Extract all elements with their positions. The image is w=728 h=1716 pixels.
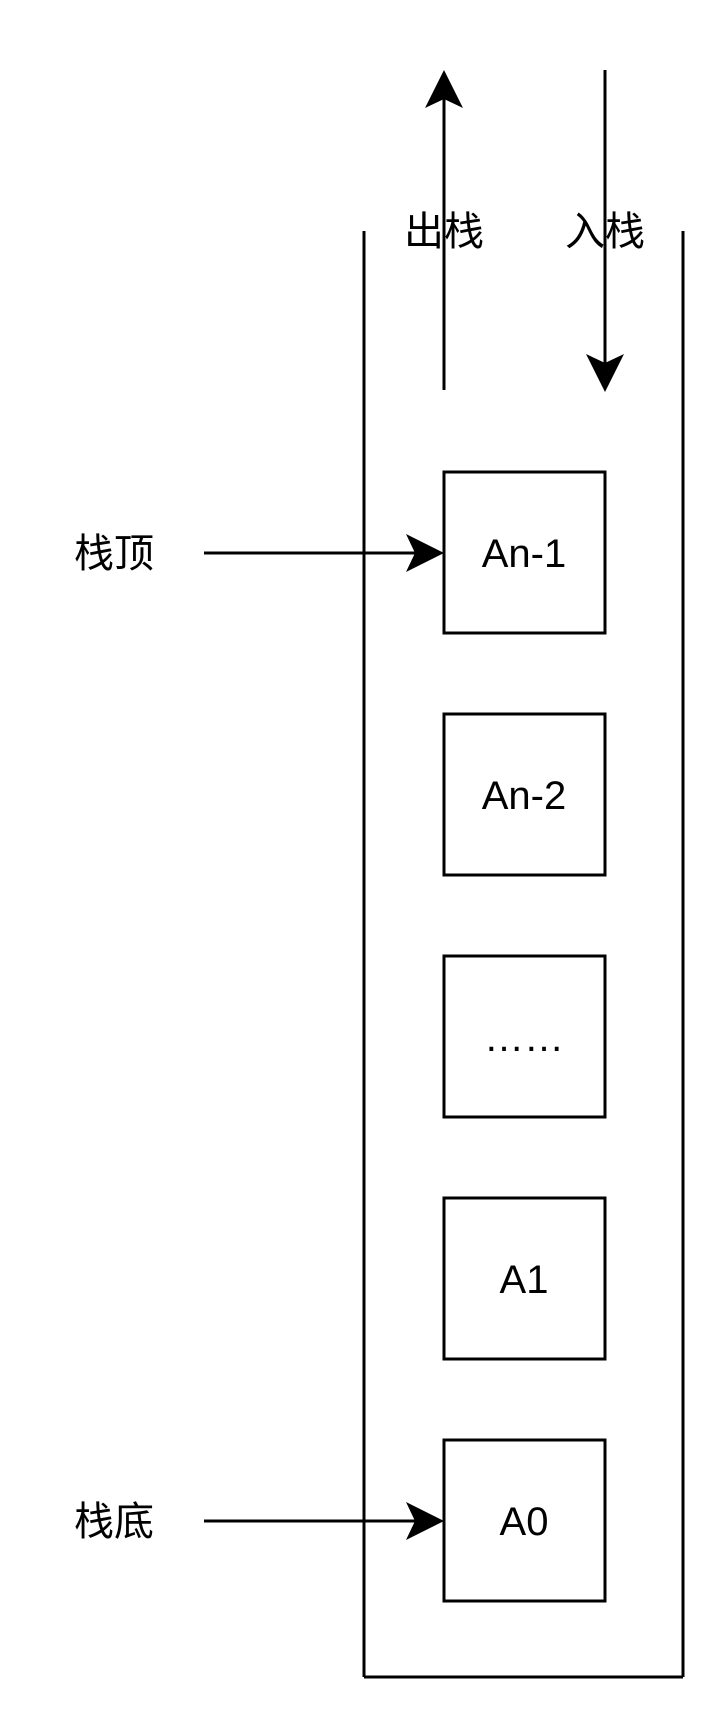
stack-item-label: A1: [500, 1258, 549, 1302]
stack-item-box: [442, 954, 607, 1119]
stack-item-label: ……: [484, 1016, 564, 1060]
stack-item-box: [442, 1438, 607, 1603]
stack-bottom-arrowhead-icon: [406, 1502, 444, 1540]
pop-label: 出栈: [404, 209, 484, 255]
stack-item: ……: [442, 954, 607, 1119]
stack-item-box: [442, 470, 607, 635]
stack-bottom-arrow: [204, 1502, 444, 1540]
push-arrowhead-icon: [586, 354, 624, 392]
stack-item-label: A0: [500, 1500, 549, 1544]
stack-bottom-label: 栈底: [74, 1499, 154, 1545]
push-label: 入栈: [565, 209, 645, 255]
stack-item: An-1: [442, 470, 607, 635]
stack-item-box: [442, 1196, 607, 1361]
stack-top-arrow: [204, 534, 444, 572]
stack-item: A1: [442, 1196, 607, 1361]
stack-item-label: An-2: [482, 774, 567, 818]
pop-arrowhead-icon: [425, 70, 463, 108]
stack-item: An-2: [442, 712, 607, 877]
push-arrow: [586, 70, 624, 392]
stack-top-arrowhead-icon: [406, 534, 444, 572]
stack-item: A0: [442, 1438, 607, 1603]
stack-item-box: [442, 712, 607, 877]
stack-top-label: 栈顶: [74, 531, 154, 577]
stack-item-label: An-1: [482, 532, 567, 576]
pop-arrow: [425, 70, 463, 390]
